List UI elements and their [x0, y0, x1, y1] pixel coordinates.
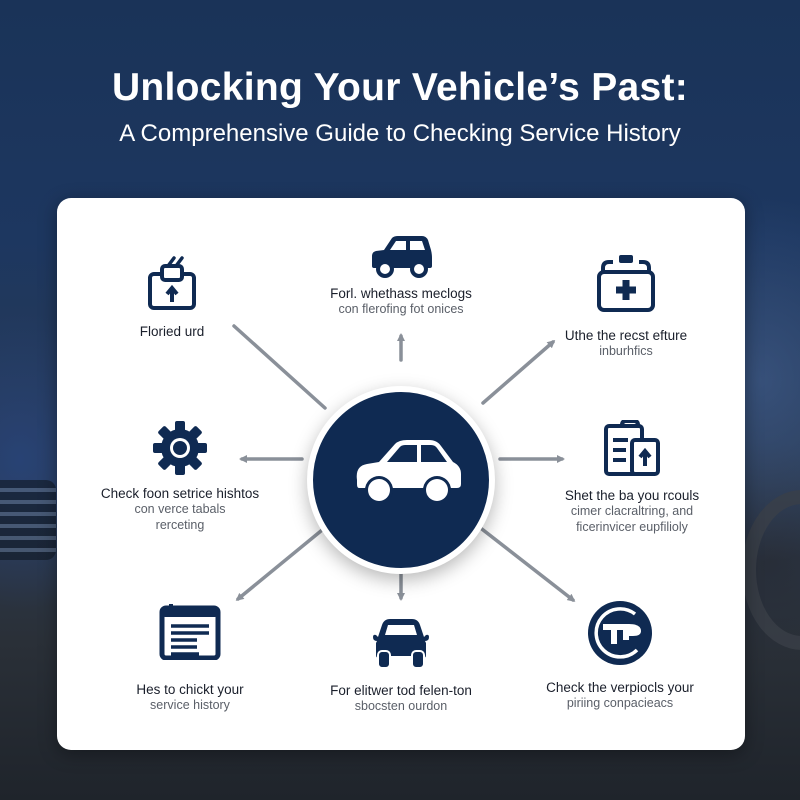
- service-log-icon: [159, 604, 221, 660]
- car-front-icon: [373, 619, 429, 669]
- step-heading: Forl. whethass meclogs: [330, 286, 472, 301]
- step-description: ficerinvicer eupfilioly: [576, 520, 688, 534]
- document-upload-icon: [604, 420, 660, 476]
- step-heading: For elitwer tod felen-ton: [330, 683, 472, 698]
- step-node-bottom-right: Check the verpiocls your piriing conpaci…: [536, 600, 704, 711]
- step-description: inburhfics: [599, 344, 653, 358]
- page-title: Unlocking Your Vehicle’s Past:: [111, 66, 689, 109]
- step-description: rerceting: [155, 518, 205, 532]
- step-heading: Floried urd: [139, 324, 205, 339]
- step-node-left: Check foon setrice hishtos con verce tab…: [80, 420, 280, 533]
- arrow-bottom-right: [476, 524, 576, 602]
- step-node-top-left: Floried urd: [112, 256, 232, 339]
- step-node-right: Shet the ba you rcouls cimer clacraltrin…: [548, 420, 716, 535]
- step-description: sbocsten ourdon: [354, 699, 448, 713]
- step-description: con verce tabals: [134, 502, 226, 516]
- central-car-hub: [307, 386, 495, 574]
- step-heading: Shet the ba you rcouls: [564, 488, 700, 503]
- step-heading: Hes to chickt your: [136, 682, 244, 697]
- arrow-bottom-left: [235, 524, 329, 601]
- clipboard-upload-icon: [148, 256, 196, 310]
- car-side-icon: [356, 440, 461, 504]
- step-description: service history: [150, 698, 230, 712]
- gear-icon: [153, 421, 207, 475]
- step-node-bottom: For elitwer tod felen-ton sbocsten ourdo…: [312, 617, 490, 714]
- step-node-top: Forl. whethass meclogs con flerofing fot…: [311, 234, 491, 317]
- page-subtitle: A Comprehensive Guide to Checking Servic…: [119, 120, 681, 147]
- step-heading: Uthe the recst efture: [564, 328, 688, 343]
- obd-plug-icon: [588, 601, 652, 665]
- medical-kit-icon: [597, 255, 655, 312]
- step-description: piriing conpacieacs: [566, 696, 674, 710]
- step-node-top-right: Uthe the recst efture inburhfics: [546, 254, 706, 359]
- suv-icon: [372, 236, 432, 278]
- arrow-top-right: [481, 340, 556, 405]
- step-description: cimer clacraltring, and: [570, 504, 694, 518]
- step-heading: Check foon setrice hishtos: [100, 486, 260, 501]
- arrow-top-left: [232, 324, 327, 410]
- step-heading: Check the verpiocls your: [546, 680, 694, 695]
- step-node-bottom-left: Hes to chickt your service history: [120, 602, 260, 713]
- background-car-grille: [0, 480, 56, 560]
- step-description: con flerofing fot onices: [338, 302, 464, 316]
